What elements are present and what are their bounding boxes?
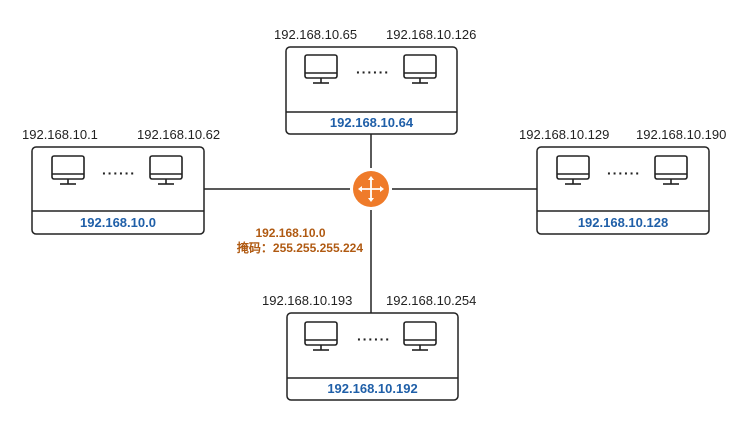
bottom-last-computer-icon — [403, 321, 437, 351]
top-first-host-ip: 192.168.10.65 — [274, 27, 358, 42]
bottom-first-host-ip: 192.168.10.193 — [262, 293, 353, 308]
top-network-address: 192.168.10.64 — [329, 115, 414, 130]
top-last-computer-icon — [403, 54, 437, 84]
right-first-computer-icon — [556, 155, 590, 185]
right-host-ellipsis: ······ — [607, 165, 641, 181]
right-first-host-ip: 192.168.10.129 — [519, 127, 610, 142]
left-host-ellipsis: ······ — [102, 165, 136, 181]
router-network-address: 192.168.10.0 — [255, 226, 326, 240]
left-last-computer-icon — [149, 155, 183, 185]
bottom-network-address: 192.168.10.192 — [327, 381, 418, 396]
bottom-last-host-ip: 192.168.10.254 — [386, 293, 477, 308]
left-first-host-ip: 192.168.10.1 — [22, 127, 98, 142]
router-icon — [353, 171, 389, 207]
left-network-address: 192.168.10.0 — [80, 215, 156, 230]
top-last-host-ip: 192.168.10.126 — [386, 27, 477, 42]
bottom-host-ellipsis: ······ — [357, 331, 391, 347]
router-mask: 掩码：255.255.255.224 — [236, 241, 363, 255]
router-annotation: 192.168.10.0 掩码：255.255.255.224 — [200, 226, 363, 256]
top-host-ellipsis: ······ — [356, 64, 390, 80]
right-last-host-ip: 192.168.10.190 — [636, 127, 727, 142]
left-last-host-ip: 192.168.10.62 — [137, 127, 221, 142]
right-last-computer-icon — [654, 155, 688, 185]
top-first-computer-icon — [304, 54, 338, 84]
left-first-computer-icon — [51, 155, 85, 185]
right-network-address: 192.168.10.128 — [577, 215, 669, 230]
bottom-first-computer-icon — [304, 321, 338, 351]
